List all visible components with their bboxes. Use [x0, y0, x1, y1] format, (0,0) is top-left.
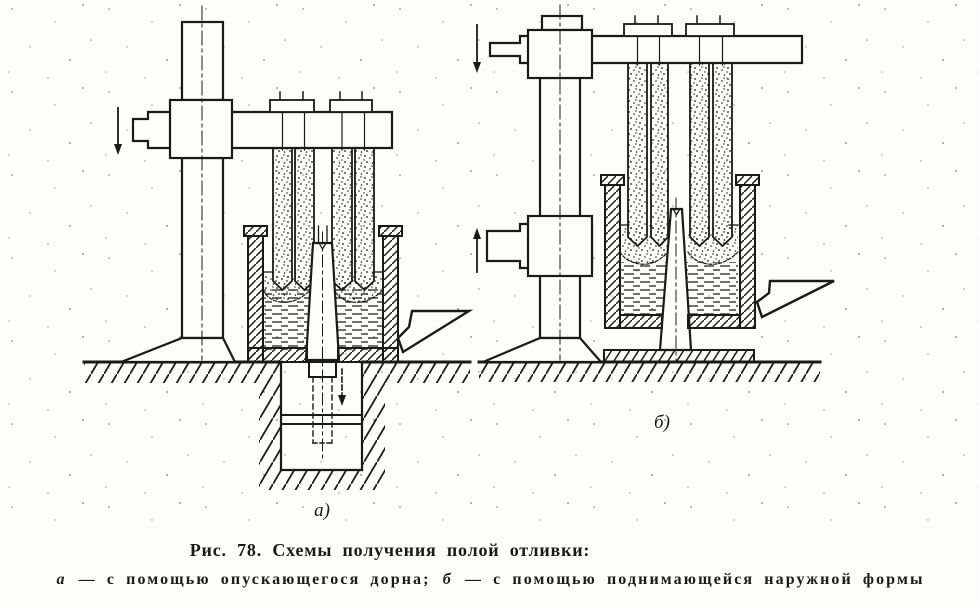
electrodes-a: [269, 91, 375, 292]
diagram-a-label: а): [314, 500, 330, 521]
column-foot-a: [120, 336, 237, 364]
scan-noise: [0, 0, 979, 536]
electrode-rod: [294, 147, 315, 292]
legend-text-b: — с помощью поднимающейся наружной формы: [464, 571, 925, 588]
ground-a: [82, 360, 472, 383]
down-arrow-icon-b: [473, 24, 481, 73]
figure-78-schematic: а): [0, 0, 979, 536]
electrode-rod: [354, 147, 375, 292]
electrode-rod: [331, 147, 353, 292]
electrode-rod: [689, 62, 710, 248]
electrode-clamp: [269, 99, 315, 113]
mold-a: [243, 225, 403, 363]
ground-b: [477, 360, 822, 382]
mandrel-pit: [259, 360, 385, 490]
electrode-clamp: [685, 23, 735, 37]
press-column-b: [482, 14, 604, 364]
descend-arrow-icon: [338, 368, 346, 406]
electrode-rod: [712, 62, 733, 248]
figure-caption: Рис. 78. Схемы получения полой отливки:: [189, 540, 591, 560]
diagram-b: б): [473, 4, 835, 433]
legend-key-b: б: [442, 571, 453, 588]
up-arrow-icon-b: [473, 228, 481, 273]
electrodes-b: [623, 15, 735, 248]
base-plate-b: [603, 349, 755, 363]
electrode-clamp: [329, 99, 373, 113]
figure-legend: а — с помощью опускающегося дорна; б — с…: [0, 571, 979, 589]
diagram-a: а): [82, 5, 474, 521]
electrode-rod: [650, 62, 669, 248]
electrode-rod: [272, 147, 293, 292]
beam-boss-a: [168, 98, 234, 160]
electrode-rod: [627, 62, 648, 248]
column-foot-b: [482, 336, 604, 364]
electrode-clamp: [623, 23, 673, 37]
diagram-b-label: б): [654, 412, 670, 433]
column-cap-b: [540, 14, 584, 32]
down-arrow-icon-a: [114, 107, 122, 155]
flow-arrow-icon-a: [396, 309, 474, 354]
legend-text-a: — с помощью опускающегося дорна;: [78, 571, 431, 588]
legend-key-a: а: [56, 571, 67, 588]
mold-b: [600, 174, 760, 329]
flow-arrow-icon-b: [755, 279, 835, 319]
